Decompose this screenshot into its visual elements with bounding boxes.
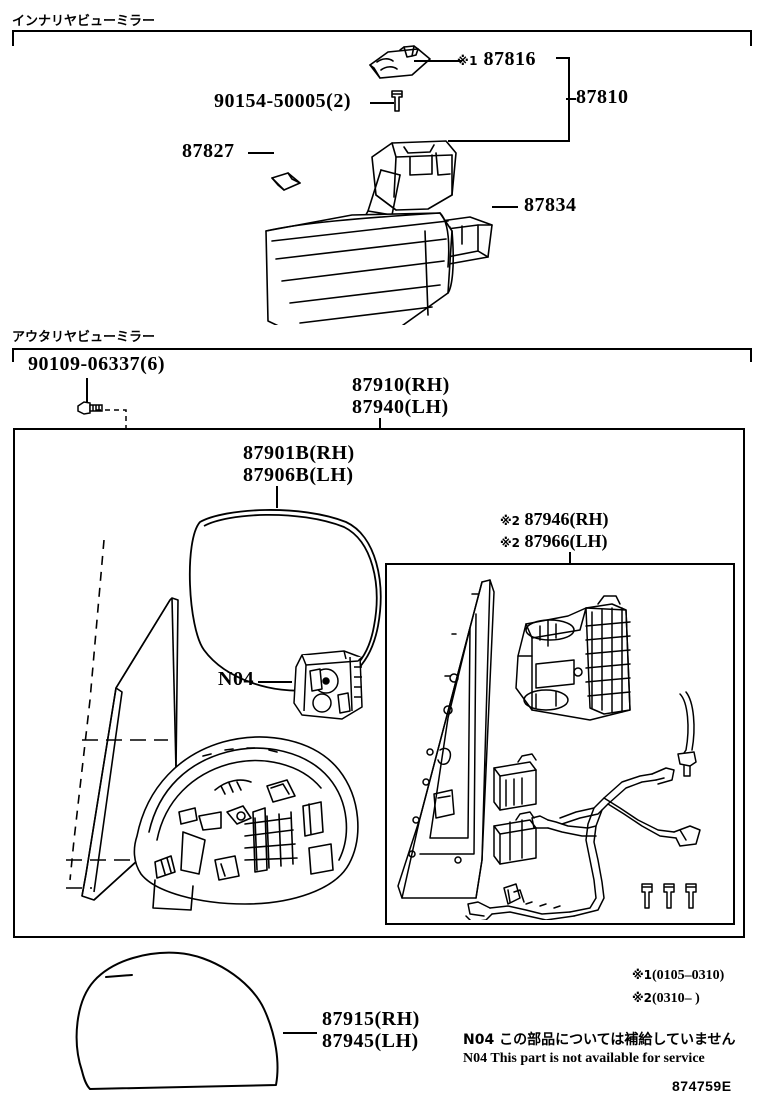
date-range-2: (0310– ) — [652, 991, 700, 1006]
footnote-n04-jp: N04 この部品については補給していません — [463, 1032, 736, 1048]
callout-87901b-rh[interactable]: 87901B(RH) — [243, 442, 355, 465]
leader-87827 — [248, 152, 274, 154]
leader-87915-87945 — [283, 1032, 317, 1034]
section-rule-outer-left-tick — [12, 348, 14, 362]
callout-90109-06337[interactable]: 90109-06337(6) — [28, 353, 165, 376]
screw-90109-artwork — [77, 401, 103, 415]
part-number-87810: 87810 — [576, 86, 629, 108]
inner-mirror-artwork — [265, 45, 493, 325]
callout-87810[interactable]: 87810 — [576, 86, 629, 109]
ref-marker-1: ※1 — [457, 54, 479, 68]
leader-87910-87940 — [379, 418, 381, 430]
leader-n04 — [258, 681, 292, 683]
mirror-housing-artwork — [133, 736, 359, 911]
footnote-n04-en: N04 This part is not available for servi… — [463, 1051, 705, 1066]
leader-87810 — [566, 98, 576, 100]
part-number-87945-lh: 87945(LH) — [322, 1030, 419, 1052]
callout-87946-rh[interactable]: ※2 87946(RH) — [500, 509, 609, 530]
callout-87827[interactable]: 87827 — [182, 140, 235, 163]
leader-87901b — [276, 486, 278, 508]
section-rule-inner-top — [12, 30, 752, 32]
ref-marker-2-note: ※2 — [632, 991, 653, 1005]
callout-87915-rh[interactable]: 87915(RH) — [322, 1008, 420, 1031]
footnote-date-range-2: ※2(0310– ) — [632, 991, 700, 1007]
part-number-87966-lh: 87966(LH) — [524, 531, 608, 551]
mirror-glass-artwork — [188, 509, 382, 692]
callout-87966-lh[interactable]: ※2 87966(LH) — [500, 531, 608, 552]
mirror-cover-artwork — [75, 951, 279, 1090]
footnote-date-range-1: ※1(0105–0310) — [632, 968, 724, 984]
callout-87906b-lh[interactable]: 87906B(LH) — [243, 464, 354, 487]
date-range-1: (0105–0310) — [652, 968, 725, 983]
section-rule-outer-right-tick — [750, 348, 752, 362]
callout-87945-lh[interactable]: 87945(LH) — [322, 1030, 419, 1053]
part-number-n04: N04 — [218, 668, 254, 690]
section-rule-inner-left-tick — [12, 30, 14, 46]
callout-87816[interactable]: ※1 87816 — [457, 48, 536, 71]
part-number-87901b-rh: 87901B(RH) — [243, 442, 355, 464]
section-rule-outer-top — [12, 348, 752, 350]
section-rule-inner-right-tick — [750, 30, 752, 46]
part-number-87906b-lh: 87906B(LH) — [243, 464, 354, 486]
part-number-87940-lh: 87940(LH) — [352, 396, 449, 418]
part-number-87910-rh: 87910(RH) — [352, 374, 450, 396]
callout-87940-lh[interactable]: 87940(LH) — [352, 396, 449, 419]
leader-90154 — [370, 102, 394, 104]
mirror-internal-parts-artwork — [397, 579, 701, 920]
ref-marker-2-rh: ※2 — [500, 514, 521, 528]
leader-87946-87966 — [569, 552, 571, 564]
dashed-leader-90109 — [96, 409, 127, 434]
callout-n04[interactable]: N04 — [218, 668, 254, 691]
ref-marker-2-lh: ※2 — [500, 536, 521, 550]
part-number-87834: 87834 — [524, 194, 577, 216]
part-number-87915-rh: 87915(RH) — [322, 1008, 420, 1030]
leader-87834 — [492, 206, 518, 208]
callout-87834[interactable]: 87834 — [524, 194, 577, 217]
part-number-87827: 87827 — [182, 140, 235, 162]
part-number-87946-rh: 87946(RH) — [524, 509, 609, 529]
bracket-87810-vert — [568, 57, 570, 142]
mirror-actuator-artwork — [293, 650, 363, 720]
bracket-87810-top — [556, 57, 570, 59]
outer-mirror-assembly-box — [13, 428, 745, 938]
bracket-87810-bottom — [448, 140, 570, 142]
callout-87910-rh[interactable]: 87910(RH) — [352, 374, 450, 397]
section-title-inner-mirror: インナリヤビューミラー — [12, 14, 156, 29]
ref-marker-1-note: ※1 — [632, 968, 653, 982]
part-number-87816: 87816 — [483, 48, 537, 70]
callout-90154-50005[interactable]: 90154-50005(2) — [214, 90, 351, 113]
leader-87816 — [414, 60, 462, 62]
part-number-90154-50005: 90154-50005(2) — [214, 90, 351, 112]
diagram-id: 874759E — [672, 1078, 732, 1094]
leader-90109 — [86, 378, 88, 406]
part-number-90109-06337: 90109-06337(6) — [28, 353, 165, 375]
mirror-internal-parts-box — [385, 563, 735, 925]
section-title-outer-mirror: アウタリヤビューミラー — [12, 330, 156, 345]
